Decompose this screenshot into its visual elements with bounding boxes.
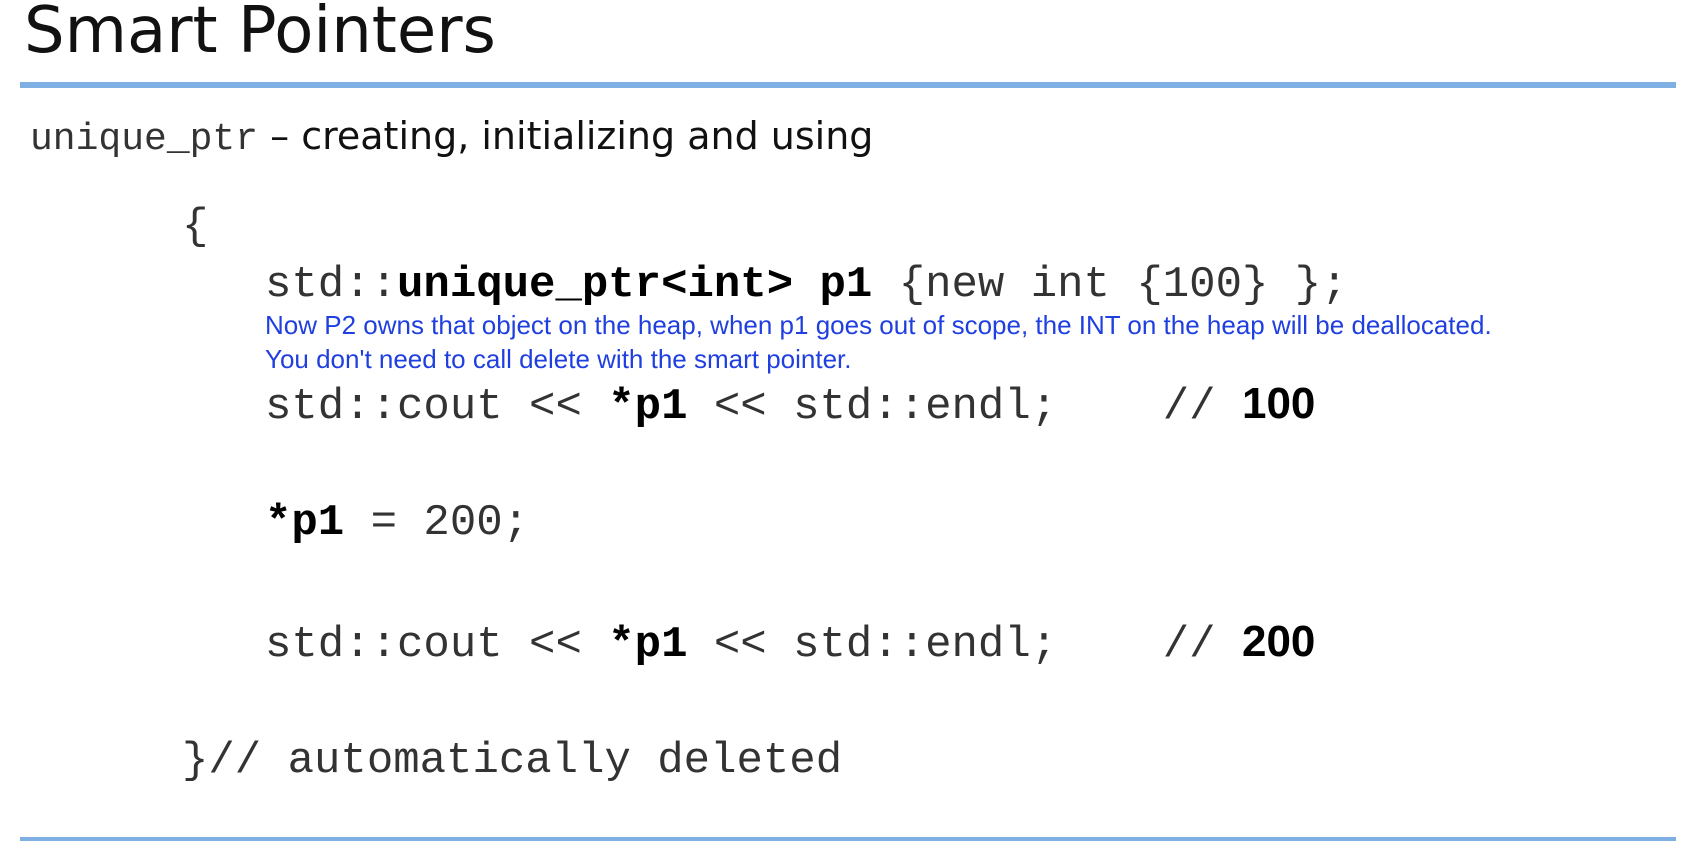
code-line-assign: *p1 = 200; <box>265 496 529 550</box>
code-deref: *p1 <box>265 498 345 548</box>
subtitle: unique_ptr – creating, initializing and … <box>30 110 873 166</box>
code-open-brace: { <box>182 202 209 252</box>
code-deref: *p1 <box>608 382 688 432</box>
annotation-line-2: You don't need to call delete with the s… <box>265 344 852 374</box>
slide-title: Smart Pointers <box>24 0 496 68</box>
code-comment-value: 100 <box>1241 379 1316 428</box>
code-close-brace-comment: }// automatically deleted <box>182 736 843 786</box>
code-initializer: {new int {100} }; <box>872 260 1348 310</box>
annotation-line-1: Now P2 owns that object on the heap, whe… <box>265 310 1492 340</box>
code-cout-rest: << std::endl; // <box>687 382 1242 432</box>
code-line-cout-1: std::cout << *p1 << std::endl; // 100 <box>265 377 1315 434</box>
title-underline <box>20 82 1676 88</box>
code-unique-ptr-decl: unique_ptr<int> p1 <box>397 260 873 310</box>
bottom-rule <box>20 837 1676 841</box>
subtitle-code: unique_ptr <box>30 118 259 161</box>
code-deref: *p1 <box>608 620 688 670</box>
code-assign-rest: = 200; <box>344 498 530 548</box>
code-comment-value: 200 <box>1241 617 1316 666</box>
subtitle-text: – creating, initializing and using <box>258 114 874 158</box>
code-cout-prefix: std::cout << <box>265 620 609 670</box>
code-std-prefix: std:: <box>265 260 398 310</box>
code-cout-prefix: std::cout << <box>265 382 609 432</box>
code-line-cout-2: std::cout << *p1 << std::endl; // 200 <box>265 615 1315 672</box>
code-cout-rest: << std::endl; // <box>687 620 1242 670</box>
code-line-declaration: std::unique_ptr<int> p1 {new int {100} }… <box>265 258 1348 312</box>
